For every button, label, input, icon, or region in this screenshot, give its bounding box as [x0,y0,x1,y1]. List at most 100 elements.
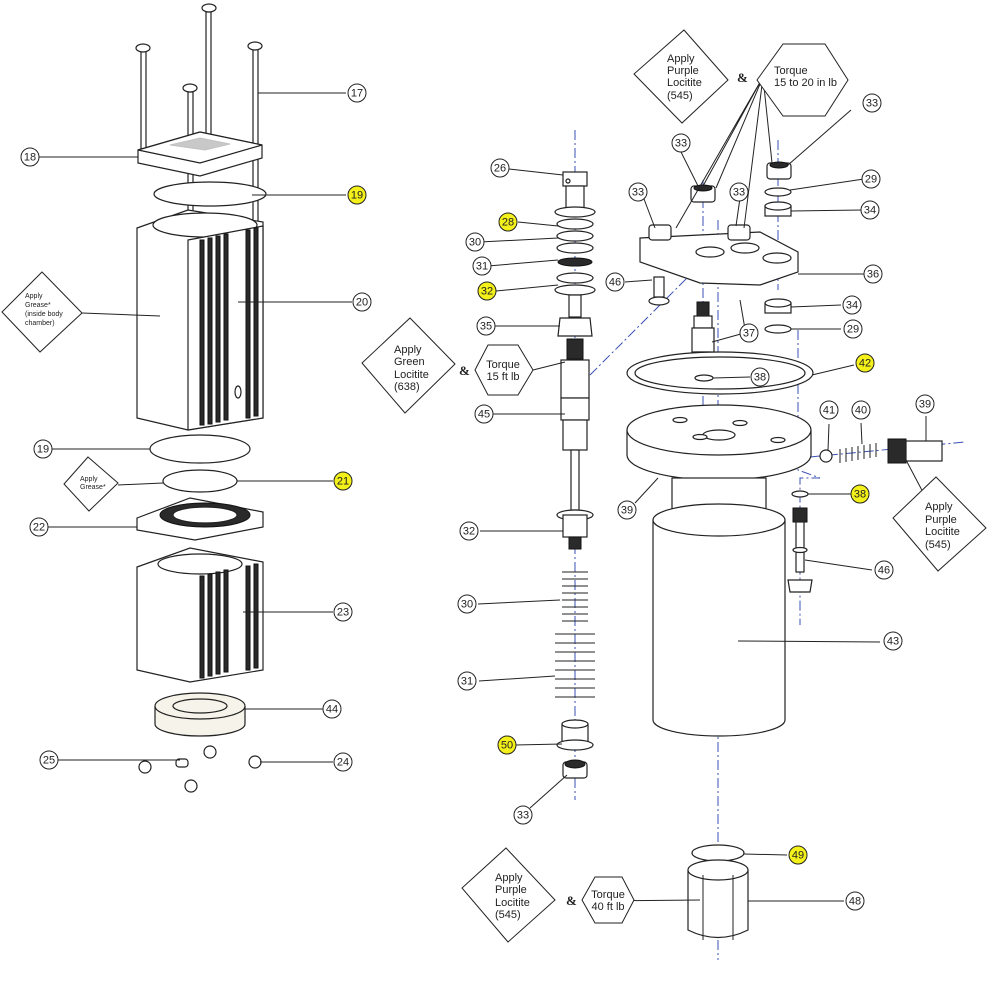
diag-axis [589,264,701,376]
callout-number: 24 [337,757,349,769]
callout-44: 44 [322,699,342,719]
callout-32: 32 [477,281,497,301]
valve-stem-46 [787,507,813,593]
washers-29-34 [764,187,792,334]
callout-number: 46 [609,277,621,289]
callout-34: 34 [842,295,862,315]
nut-48 [687,859,749,940]
callout-46: 46 [605,272,625,292]
callout-bubble-highlighted [498,212,518,232]
callout-bubble [915,394,935,414]
callout-number: 29 [865,174,877,186]
top-plate [137,131,263,177]
callout-31: 31 [457,671,477,691]
nuts-33-top [648,161,792,241]
callout-bubble [729,182,749,202]
callout-40: 40 [851,400,871,420]
ampersand: & [459,363,470,378]
callout-number: 18 [24,152,36,164]
callout-number: 20 [356,297,368,309]
callout-34: 34 [860,200,880,220]
washer-38b [791,490,809,498]
callout-bubble [322,699,342,719]
callout-bubble [476,316,496,336]
callout-35: 35 [476,316,496,336]
callout-number: 32 [481,286,493,298]
callout-33: 33 [513,805,533,825]
callout-31: 31 [472,256,492,276]
callout-26: 26 [490,158,510,178]
nuts-24-25 [138,745,262,793]
callout-33: 33 [671,133,691,153]
callout-number: 34 [864,205,876,217]
callout-18: 18 [20,147,40,167]
check-valve-parts [819,438,943,464]
callout-number: 38 [754,372,766,384]
callout-21: 21 [333,471,353,491]
callout-19: 19 [347,185,367,205]
callout-bubble [883,631,903,651]
callout-bubble [457,671,477,691]
callout-bubble-highlighted [347,185,367,205]
callout-bubble [474,404,494,424]
callout-33: 33 [862,93,882,113]
fitting-37 [691,301,715,361]
callout-bubble [739,323,759,343]
callout-23: 23 [333,602,353,622]
callout-33: 33 [729,182,749,202]
callout-38: 38 [750,367,770,387]
callout-number: 30 [469,237,481,249]
callout-bubble [617,500,637,520]
callout-number: 48 [849,896,861,908]
nut-33-bottom [562,759,588,779]
callout-number: 33 [632,187,644,199]
callout-bubble-highlighted [333,471,353,491]
callout-number: 39 [919,399,931,411]
callout-bubble [513,805,533,825]
callout-36: 36 [863,264,883,284]
callout-bubble [333,752,353,772]
callout-bubble [628,182,648,202]
cap-50 [556,719,594,751]
callout-30: 30 [457,594,477,614]
callout-number: 32 [463,526,475,538]
cylinder-43 [652,503,786,737]
callout-bubble [819,400,839,420]
springs-lower [555,571,595,698]
callout-number: 25 [43,755,55,767]
callout-bubble [29,517,49,537]
callout-24: 24 [333,752,353,772]
lower-body-23 [136,547,264,683]
o-ring-49 [691,844,745,862]
callout-bubble [333,602,353,622]
callout-22: 22 [29,517,49,537]
callout-bubble-highlighted [497,735,517,755]
callout-number: 23 [337,607,349,619]
callout-number: 19 [351,190,363,202]
callout-38: 38 [850,484,870,504]
callout-19: 19 [33,439,53,459]
ampersand: & [737,70,748,85]
callout-20: 20 [352,292,372,312]
callout-bubble-highlighted [850,484,870,504]
callout-bubble [20,147,40,167]
callout-bubble [352,292,372,312]
callout-39: 39 [915,394,935,414]
callout-bubble [605,272,625,292]
callout-30: 30 [465,232,485,252]
callout-number: 29 [847,324,859,336]
callout-29: 29 [843,319,863,339]
callout-number: 33 [733,187,745,199]
